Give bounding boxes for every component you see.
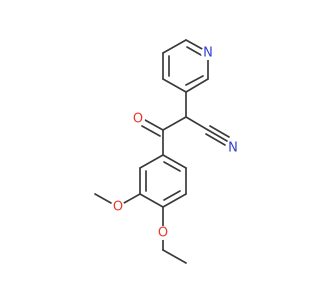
bond [162,116,187,131]
methoxy-oxygen-label: O [113,200,123,215]
bond [163,190,181,201]
bond [163,161,181,172]
pyridine-nitrogen-label: N [203,46,213,61]
bond [141,125,161,137]
backbone [141,91,230,156]
methoxy-groups [94,193,187,264]
bond [162,39,187,54]
bond [185,116,209,131]
bond [162,154,187,169]
bond [205,133,226,146]
bond [162,193,187,208]
bond [162,249,187,264]
benzene-ring [139,154,187,208]
molecule-structure: N N O O O [94,39,240,264]
bond [186,46,202,56]
bond [185,78,209,93]
bond [123,193,141,204]
bond [139,193,164,208]
carbonyl-oxygen-label: O [133,112,143,127]
bond [94,193,112,204]
bond [185,75,204,86]
bond [209,125,230,138]
methoxy-oxygen-label: O [158,226,168,241]
bond [162,78,187,93]
bond [144,119,164,131]
nitrile-nitrogen-label: N [228,141,238,156]
bond [139,154,164,169]
atom-labels: N N O O O [111,46,240,241]
pyridine-ring [162,39,209,93]
bond [185,39,205,51]
bond [207,129,228,142]
